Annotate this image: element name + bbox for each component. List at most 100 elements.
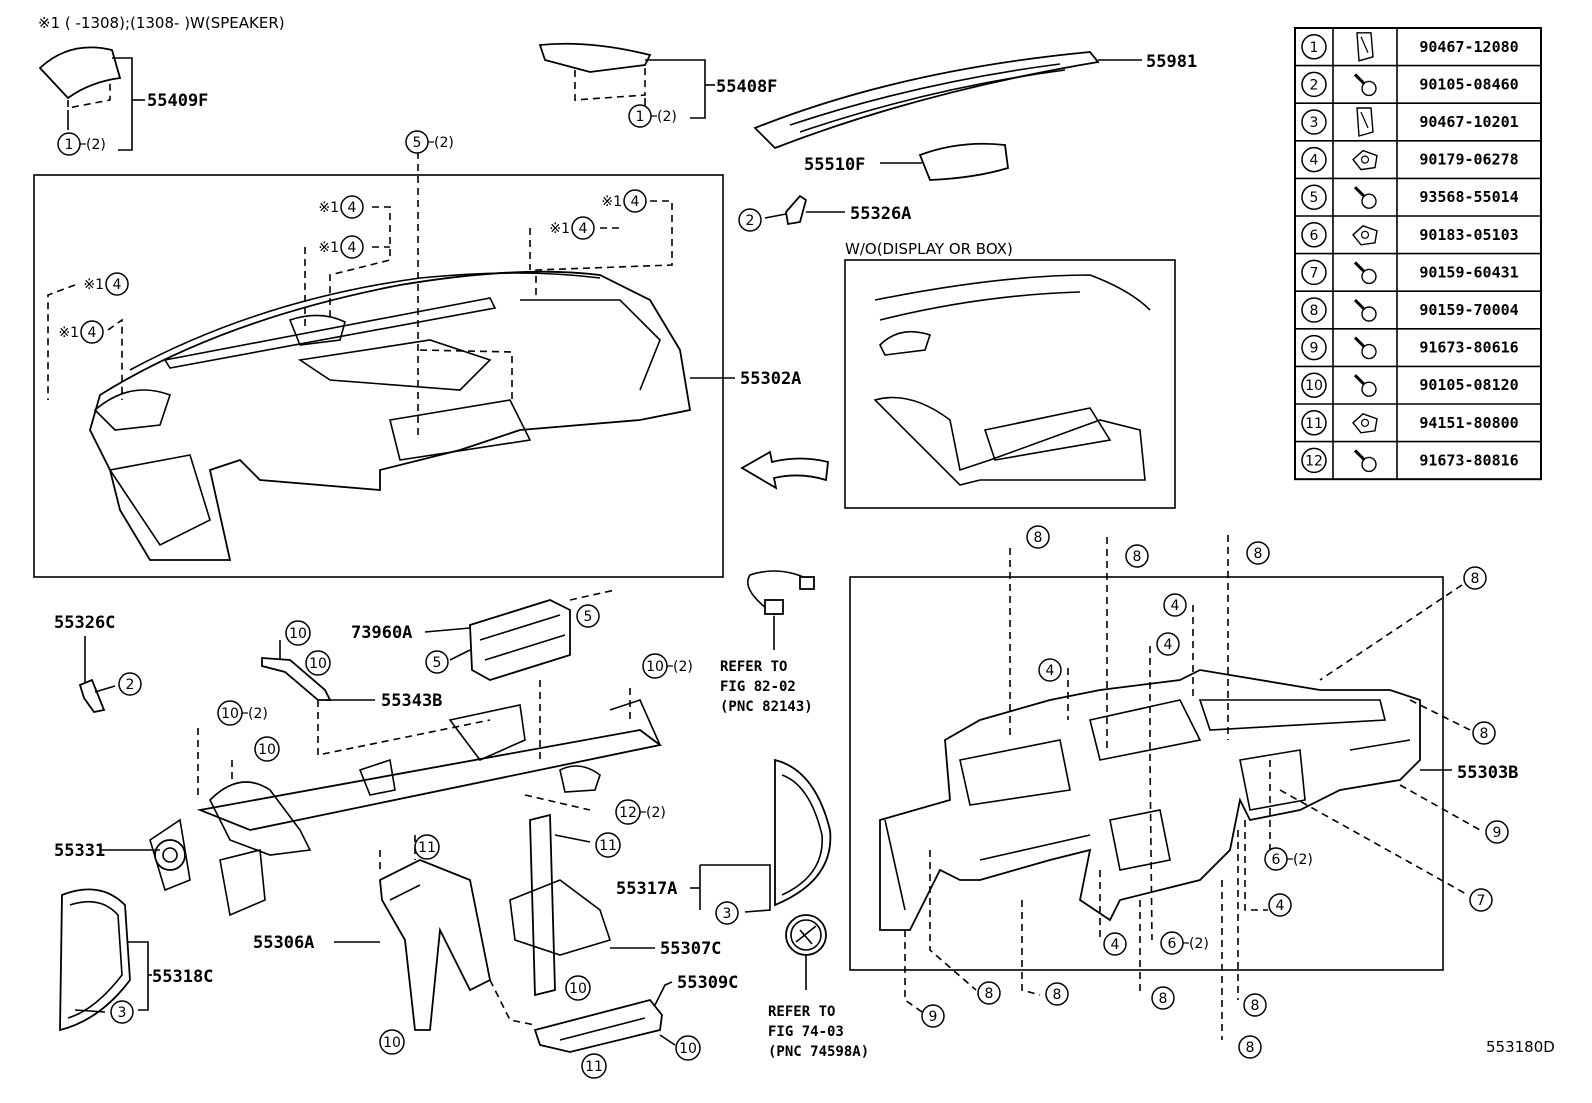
bolt-icon <box>1353 336 1377 360</box>
ref1-line3: (PNC 82143) <box>720 699 813 715</box>
fastener-part-number: 93568-55014 <box>1419 188 1518 206</box>
clip-bracket <box>764 194 845 226</box>
ref2-line1: REFER TO <box>768 1004 835 1020</box>
callout: 11 <box>595 832 621 858</box>
callout-circle-icon <box>1472 721 1496 745</box>
callout: 4※1 <box>318 235 364 259</box>
fastener-part-number: 90467-12080 <box>1419 38 1518 56</box>
callout-circle-icon <box>285 620 311 646</box>
fastener-row: 1 90467-12080 <box>1301 32 1519 62</box>
callout-number: 8 <box>1133 549 1142 565</box>
fastener-part-number: 90159-60431 <box>1419 263 1518 281</box>
callout: 5 <box>576 604 600 628</box>
callout: 1(2) <box>628 104 677 128</box>
callout-number: 5 <box>413 135 422 151</box>
callout: 11 <box>414 834 440 860</box>
number-circle-icon <box>1301 259 1327 286</box>
callout-quantity: (2) <box>646 805 666 821</box>
dashed-leaders-top <box>47 152 673 440</box>
arrow-icon <box>740 450 829 490</box>
label-55331: 55331 <box>54 841 105 861</box>
callout-number: 9 <box>1493 825 1502 841</box>
center-brace-55306A <box>334 835 536 1031</box>
fastener-part-number: 91673-80816 <box>1419 451 1518 469</box>
callout: 5 (2) <box>405 130 454 154</box>
callout-number: 4 <box>1046 663 1055 679</box>
label-73960A: 73960A <box>351 623 412 643</box>
callout-number: 11 <box>599 838 617 854</box>
label-55303B: 55303B <box>1457 763 1518 783</box>
callout-quantity: (2) <box>248 706 268 722</box>
reinforcement-detail-frame <box>849 576 1444 971</box>
inset-frame <box>844 259 1176 509</box>
label-55981: 55981 <box>1146 52 1197 72</box>
callout-number: 8 <box>1251 998 1260 1014</box>
callout-circle-icon <box>1243 993 1267 1017</box>
callout-number: 4 <box>1171 598 1180 614</box>
label-55307C: 55307C <box>660 939 721 959</box>
callout: 3 <box>110 1000 134 1024</box>
callout-number: 7 <box>1477 893 1486 909</box>
bolt-icon <box>1353 186 1377 209</box>
callout-circle-icon <box>565 975 591 1001</box>
callout-number: 1 <box>65 137 74 153</box>
number-circle-icon <box>1301 297 1327 323</box>
figure-id: 553180D <box>1486 1038 1555 1056</box>
callout-number: 10 <box>258 742 276 758</box>
callout-quantity: (2) <box>1189 936 1209 952</box>
callout-circle-icon <box>1038 658 1062 682</box>
callout-circle-icon <box>623 189 647 213</box>
number-circle-icon <box>1301 372 1327 398</box>
nut-icon <box>1352 149 1378 171</box>
callout-number: 11 <box>585 1059 603 1075</box>
callout: 8 <box>1125 544 1149 568</box>
callout: 2 <box>118 672 142 696</box>
label-55326C: 55326C <box>54 613 115 633</box>
callout-circle-icon <box>425 650 449 674</box>
callout-circle-icon <box>1238 1035 1262 1059</box>
fastener-number: 7 <box>1310 265 1319 281</box>
callout-number: 4 <box>88 325 97 341</box>
callout: 6(2) <box>1160 931 1209 955</box>
callout-circle-icon <box>977 981 1001 1005</box>
callout-quantity: (2) <box>434 135 454 151</box>
speaker-grille-left <box>38 46 145 151</box>
fastener-number: 1 <box>1310 40 1319 56</box>
callout-quantity: (2) <box>1293 852 1313 868</box>
callout-number: 4 <box>348 200 357 216</box>
callout: 10 <box>254 736 280 762</box>
bracket-55326C <box>78 636 116 713</box>
fastener-number: 10 <box>1305 378 1323 394</box>
callout-number: 4 <box>1276 898 1285 914</box>
defroster-nozzle <box>753 51 1142 150</box>
callout: 4 <box>1163 593 1187 617</box>
callout: 3 <box>715 901 739 925</box>
number-circle-icon <box>1301 146 1327 173</box>
label-55309C: 55309C <box>677 973 738 993</box>
callout-circle-icon <box>675 1035 701 1061</box>
side-cover-right <box>690 758 832 913</box>
callout-circle-icon <box>118 672 142 696</box>
center-brace-55307C <box>509 813 655 997</box>
callout-star-note: ※1 <box>601 194 622 210</box>
callout: 4※1 <box>601 189 647 213</box>
callout: 4 <box>1156 632 1180 656</box>
callout-number: 8 <box>1159 991 1168 1007</box>
callout: 10(2) <box>217 700 268 726</box>
callout-number: 8 <box>985 986 994 1002</box>
callout: 8 <box>977 981 1001 1005</box>
bracket-55343B <box>261 640 375 701</box>
fastener-part-number: 91673-80616 <box>1419 339 1518 357</box>
callout: 2 <box>738 208 762 232</box>
callout: 5 <box>425 650 449 674</box>
callout: 10(2) <box>642 653 693 679</box>
callout-number: 4 <box>348 240 357 256</box>
callout-circle-icon <box>581 1053 607 1079</box>
